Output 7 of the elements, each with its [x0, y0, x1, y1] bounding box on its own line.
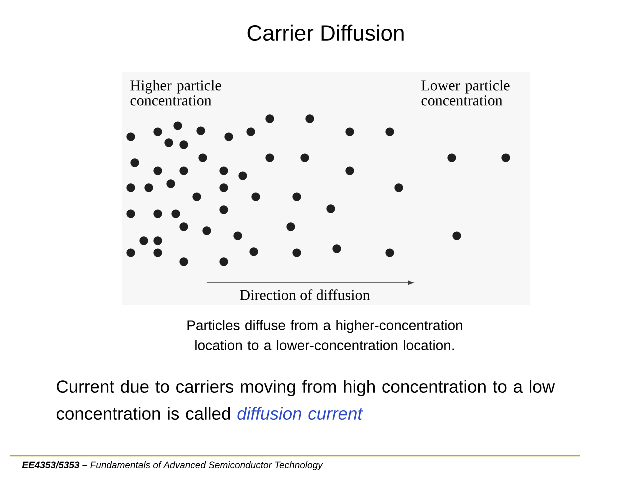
- figure-label: Lower particle concentration: [422, 80, 510, 106]
- figure-label: Higher particle concentration: [130, 80, 222, 106]
- figure-label: Direction of diffusion: [240, 290, 370, 300]
- slide-title: Carrier Diffusion: [248, 24, 404, 42]
- footer-text: EE4353/5353 – Fundamentals of Advanced Semiconductor Technology: [22, 462, 324, 470]
- caption: Particles diffuse from a higher-concentration location to a lower-concentration location.: [188, 320, 462, 350]
- body-text: Current due to carriers moving from high concentration to a low concentration is called diffusion current: [56, 380, 556, 420]
